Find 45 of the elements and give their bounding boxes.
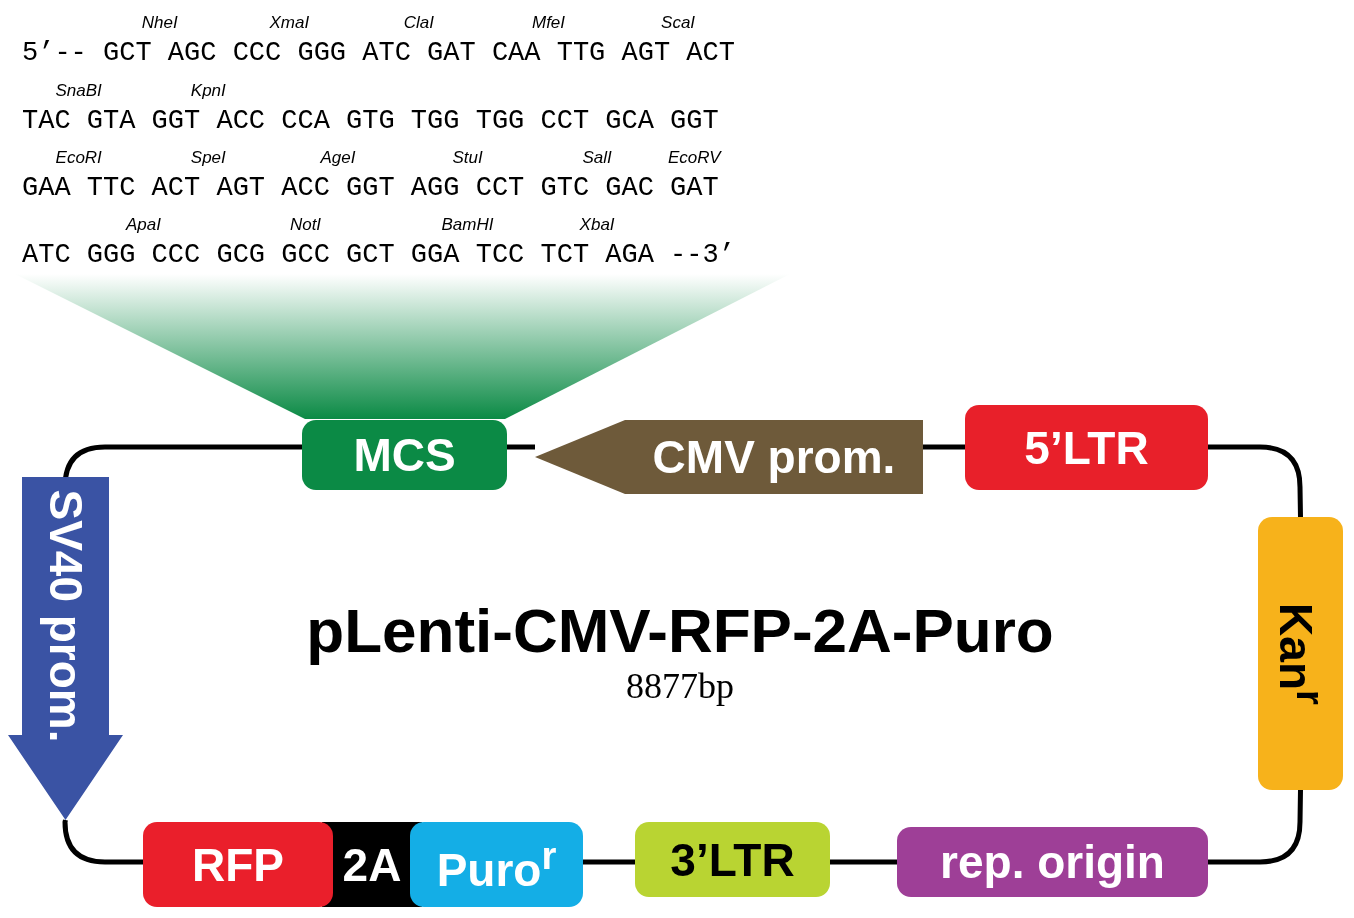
backbone-line: [1208, 444, 1303, 518]
backbone-line: [583, 859, 635, 865]
feature-box: [1258, 517, 1343, 790]
dna-sequence: TAC GTA GGT ACC CCA GTG TGG TGG CCT GCA GGT: [22, 108, 719, 135]
feature-box: [302, 420, 507, 490]
backbone-line: [1208, 789, 1303, 865]
backbone-line: [507, 444, 535, 450]
restriction-site-label: AgeI: [320, 149, 356, 166]
dna-sequence: 5’-- GCT AGC CCC GGG ATC GAT CAA TTG AGT ACT: [22, 40, 735, 67]
restriction-site-label: NotI: [289, 216, 322, 233]
feature-label: 2A: [342, 841, 402, 888]
restriction-site-label: SnaBI: [55, 82, 102, 99]
plasmid-size: 8877bp: [626, 668, 734, 704]
feature-label: 3’LTR: [670, 836, 795, 883]
restriction-site-label: XbaI: [579, 216, 615, 233]
restriction-site-label: StuI: [452, 149, 483, 166]
feature-label: Puro$^{r}$: [436, 836, 557, 893]
feature-label: SV40 prom.: [42, 489, 89, 743]
promoter-shape: [535, 420, 923, 494]
feature-box: [143, 822, 333, 907]
restriction-site-label: SalI: [582, 149, 612, 166]
restriction-site-label: KpnI: [190, 82, 226, 99]
restriction-site-label: XmaI: [269, 14, 310, 31]
feature-box: [410, 822, 583, 907]
feature-label: 5’LTR: [1024, 424, 1149, 471]
restriction-site-label: EcoRV: [668, 149, 721, 166]
restriction-site-label: ScaI: [661, 14, 696, 31]
feature-label: RFP: [192, 841, 284, 888]
backbone-line: [830, 859, 897, 865]
restriction-site-label: EcoRI: [55, 149, 102, 166]
feature-box: [635, 822, 830, 897]
restriction-site-label: MfeI: [531, 14, 566, 31]
restriction-site-label: NheI: [141, 14, 178, 31]
feature-box: [897, 827, 1208, 897]
dna-sequence: GAA TTC ACT AGT ACC GGT AGG CCT GTC GAC GAT: [22, 175, 719, 202]
restriction-site-label: ClaI: [403, 14, 434, 31]
feature-label: MCS: [353, 432, 456, 478]
restriction-site-label: BamHI: [441, 216, 494, 233]
dna-sequence: ATC GGG CCC GCG GCC GCT GGA TCC TCT AGA --3’: [22, 242, 735, 269]
restriction-site-label: SpeI: [190, 149, 226, 166]
restriction-site-label: ApaI: [126, 216, 161, 233]
backbone-line: [923, 444, 965, 450]
backbone-line: [62, 819, 143, 865]
feature-box: [965, 405, 1208, 490]
promoter-shape: [8, 477, 123, 820]
